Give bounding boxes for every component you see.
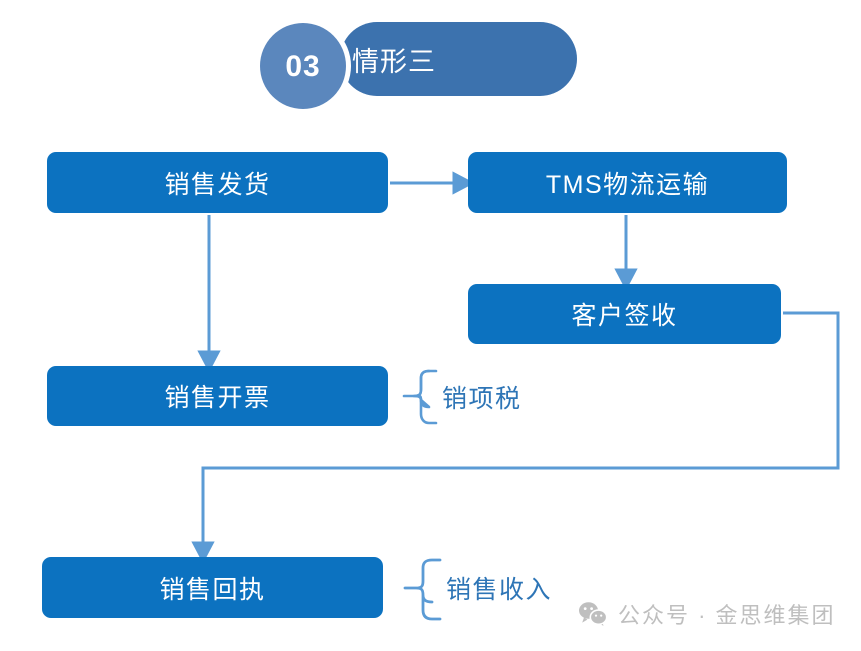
- brace-output-tax: [402, 369, 438, 425]
- connector-ack-to-receipt: [191, 311, 840, 564]
- header-title: 情形三: [352, 47, 436, 77]
- header-circle: 03: [260, 23, 346, 109]
- annotation-sales-revenue-label: 销售收入: [446, 576, 553, 604]
- header-pill: [340, 22, 577, 96]
- node-customer-acknowledgement[interactable]: 客户签收: [468, 284, 781, 344]
- node-sales-invoice[interactable]: 销售开票: [47, 366, 388, 426]
- brace-sales-revenue: [403, 558, 442, 621]
- node-tms-logistics[interactable]: TMS物流运输: [468, 152, 787, 213]
- section-header-badge: 情形三 03: [255, 18, 585, 114]
- header-circle-ring: 03: [255, 18, 351, 114]
- watermark: 公众号 · 金思维集团: [578, 598, 836, 630]
- node-sales-shipment[interactable]: 销售发货: [47, 152, 388, 213]
- annotation-output-tax-label: 销项税: [442, 385, 522, 413]
- node-sales-receipt[interactable]: 销售回执: [42, 557, 383, 618]
- watermark-text: 公众号 · 金思维集团: [618, 603, 836, 628]
- header-step-number: 03: [285, 50, 321, 83]
- wechat-icon: [579, 602, 608, 627]
